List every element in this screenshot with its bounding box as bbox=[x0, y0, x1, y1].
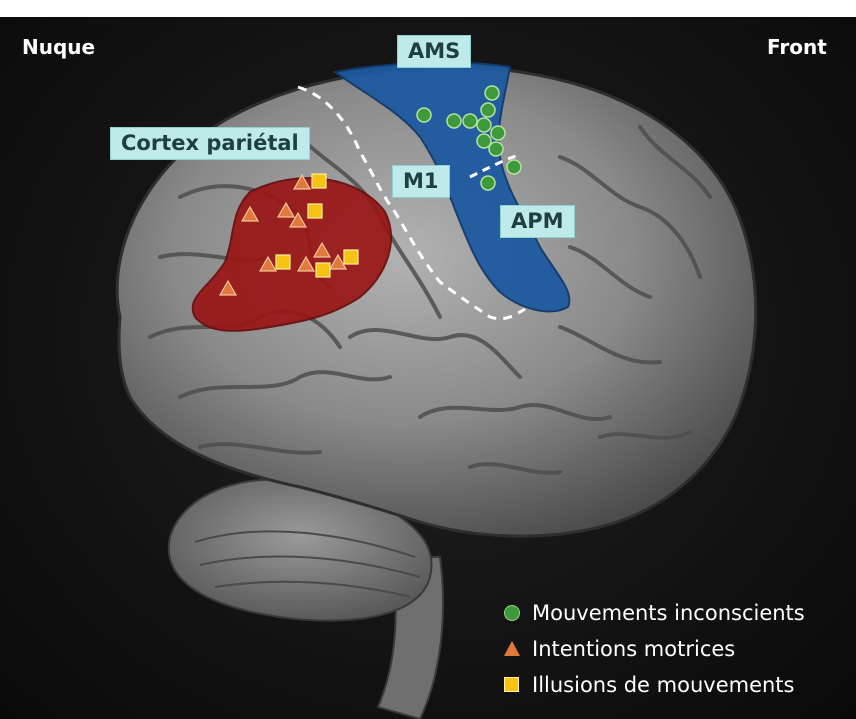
legend-item-square: Illusions de mouvements bbox=[502, 667, 805, 703]
circle-marker bbox=[507, 160, 521, 174]
circle-marker bbox=[463, 114, 477, 128]
square-marker bbox=[344, 250, 358, 264]
circle-marker bbox=[417, 108, 431, 122]
circle-marker bbox=[481, 103, 495, 117]
orange-triangle-icon bbox=[502, 639, 522, 659]
square-marker bbox=[316, 263, 330, 277]
circle-marker bbox=[485, 86, 499, 100]
ams-label: AMS bbox=[397, 35, 471, 68]
legend: Mouvements inconscients Intentions motri… bbox=[502, 595, 805, 703]
circle-marker bbox=[489, 142, 503, 156]
circle-marker bbox=[447, 114, 461, 128]
square-marker bbox=[276, 255, 290, 269]
m1-label: M1 bbox=[392, 165, 450, 198]
green-circle-icon bbox=[502, 603, 522, 623]
nuque-label: Nuque bbox=[22, 35, 95, 59]
front-label: Front bbox=[767, 35, 827, 59]
legend-item-circle: Mouvements inconscients bbox=[502, 595, 805, 631]
circle-marker bbox=[491, 126, 505, 140]
legend-label: Mouvements inconscients bbox=[532, 601, 805, 625]
legend-label: Illusions de mouvements bbox=[532, 673, 794, 697]
parietal-label: Cortex pariétal bbox=[110, 127, 310, 160]
square-marker bbox=[312, 174, 326, 188]
legend-item-triangle: Intentions motrices bbox=[502, 631, 805, 667]
legend-label: Intentions motrices bbox=[532, 637, 735, 661]
circle-marker bbox=[477, 118, 491, 132]
square-marker bbox=[308, 204, 322, 218]
yellow-square-icon bbox=[502, 675, 522, 695]
apm-label: APM bbox=[500, 205, 575, 238]
circle-marker bbox=[481, 176, 495, 190]
